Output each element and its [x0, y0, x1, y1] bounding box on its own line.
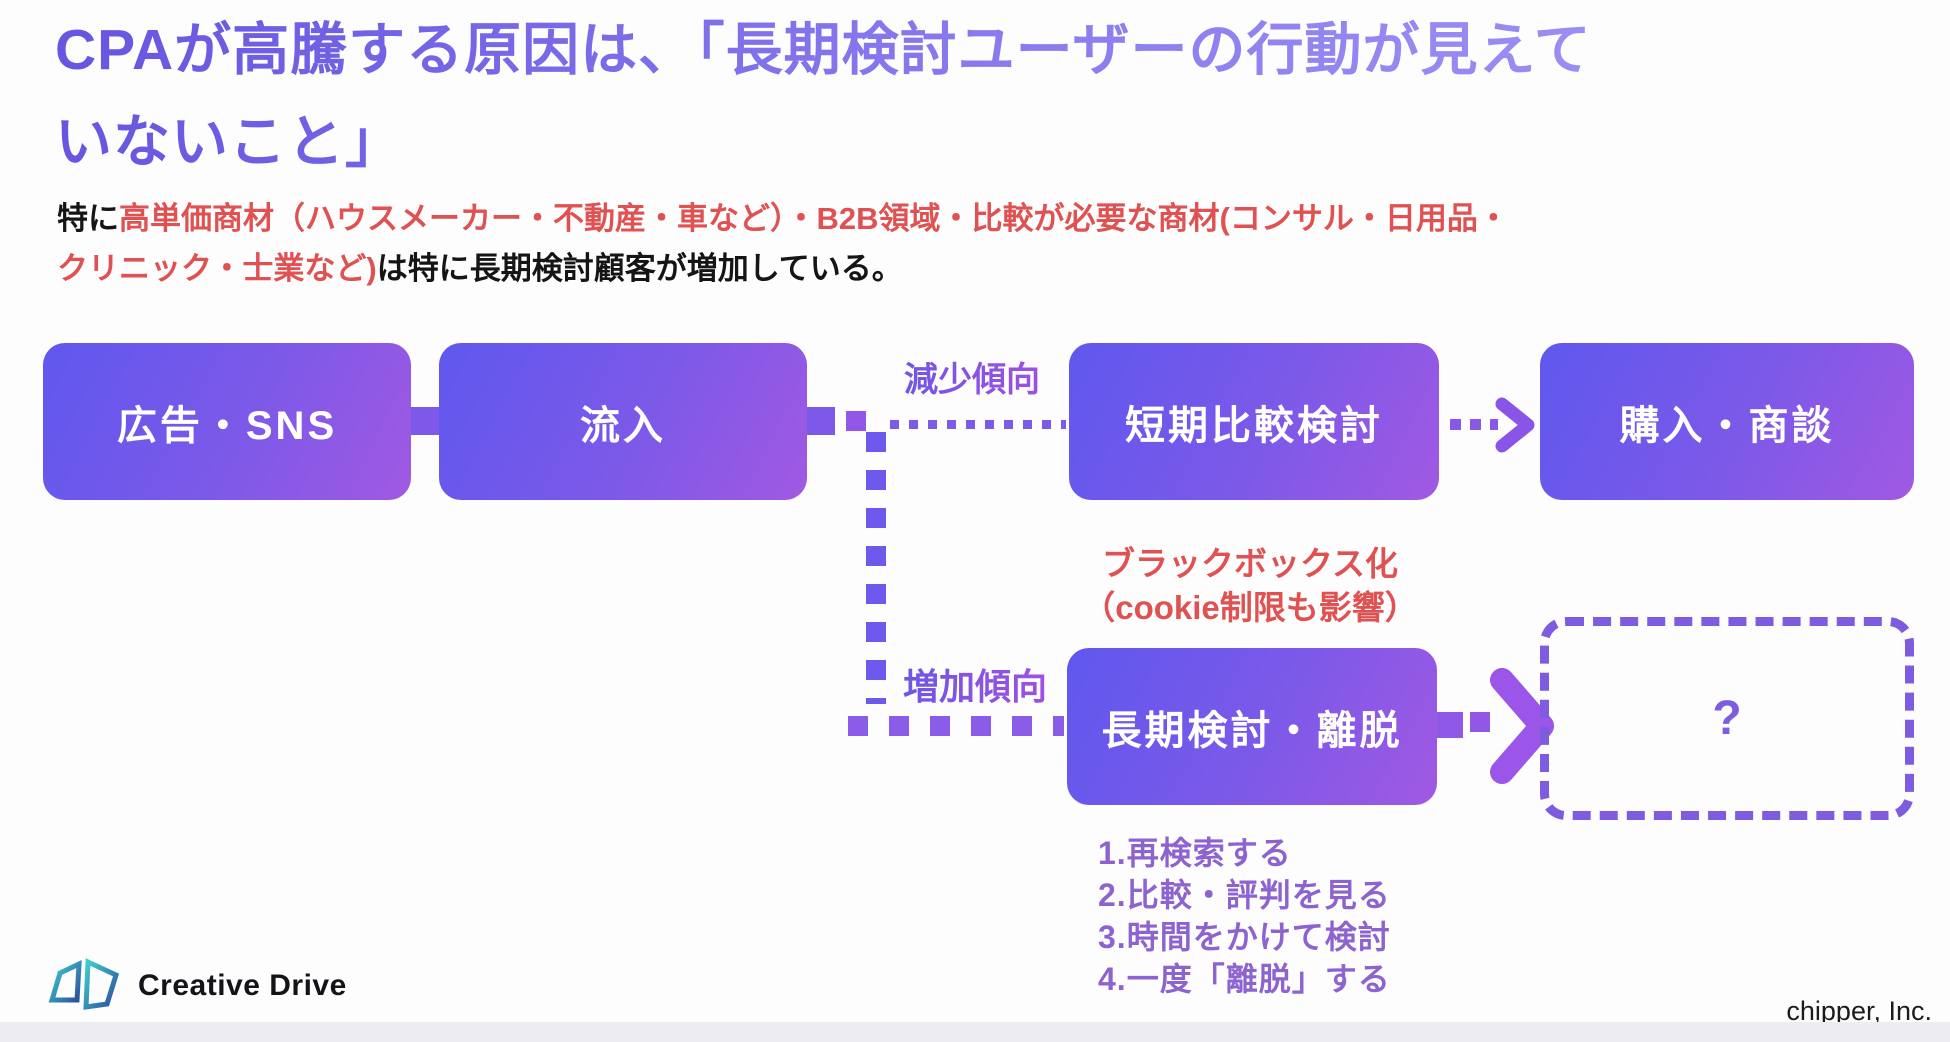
arrow-dot: [1470, 712, 1490, 732]
subtitle-line2: クリニック・士業など)は特に長期検討顧客が増加している。: [57, 244, 1877, 294]
subtitle-prefix: 特に: [57, 201, 119, 236]
box-ads-sns: 広告・SNS: [43, 343, 411, 500]
footer-strip: [0, 1022, 1950, 1042]
dashed-line-increase: [848, 716, 1064, 736]
behavior-list: 1.再検索する 2.比較・評判を見る 3.時間をかけて検討 4.一度「離脱」する: [1098, 832, 1391, 1000]
company-credit: chipper, Inc.: [1786, 996, 1932, 1026]
connector-long-arrow: [1437, 712, 1463, 738]
box-long-consideration: 長期検討・離脱: [1067, 648, 1437, 805]
label-blackbox: ブラックボックス化 （cookie制限も影響）: [1045, 542, 1455, 629]
dotted-line-decrease: [890, 420, 1066, 429]
label-decrease-trend: 減少傾向: [872, 352, 1072, 401]
dashed-line-vertical: [866, 432, 886, 704]
list-item: 1.再検索する: [1098, 835, 1292, 871]
label-blackbox-line2: （cookie制限も影響）: [1082, 588, 1418, 626]
box-unknown: ?: [1540, 617, 1914, 820]
logo-mark-icon: [48, 958, 120, 1012]
box-purchase: 購入・商談: [1540, 343, 1914, 500]
subtitle: 特に高単価商材（ハウスメーカー・不動産・車など）・B2B領域・比較が必要な商材(…: [57, 194, 1877, 293]
page-title: CPAが高騰する原因は、「長期検討ユーザーの行動が見えて いないこと」: [55, 4, 1815, 189]
junction-square: [846, 411, 866, 431]
subtitle-highlight-1: 高単価商材（ハウスメーカー・不動産・車など）・B2B領域・比較が必要な商材(コン…: [119, 201, 1509, 236]
dotted-arrow-to-purchase: [1450, 419, 1498, 430]
label-increase-trend: 増加傾向: [880, 658, 1070, 710]
subtitle-line1: 特に高単価商材（ハウスメーカー・不動産・車など）・B2B領域・比較が必要な商材(…: [57, 194, 1877, 244]
question-mark: ?: [1712, 692, 1742, 745]
page-title-line2: いないこと」: [55, 110, 403, 175]
box-inflow: 流入: [439, 343, 807, 500]
logo-text: Creative Drive: [138, 969, 347, 1002]
label-blackbox-line1: ブラックボックス化: [1101, 545, 1398, 582]
connector-inflow-junction: [807, 407, 835, 435]
connector-ads-inflow: [411, 407, 439, 435]
page-title-line1: CPAが高騰する原因は、「長期検討ユーザーの行動が見えて: [55, 18, 1592, 82]
box-short-consideration: 短期比較検討: [1069, 343, 1439, 500]
subtitle-highlight-2: クリニック・士業など): [57, 250, 377, 286]
creative-drive-logo: Creative Drive: [48, 958, 347, 1014]
list-item: 4.一度「離脱」する: [1098, 961, 1391, 997]
subtitle-suffix: は特に長期検討顧客が増加している。: [376, 250, 903, 286]
list-item: 3.時間をかけて検討: [1098, 919, 1391, 955]
arrowhead-to-purchase-icon: [1495, 397, 1535, 453]
list-item: 2.比較・評判を見る: [1098, 877, 1391, 913]
